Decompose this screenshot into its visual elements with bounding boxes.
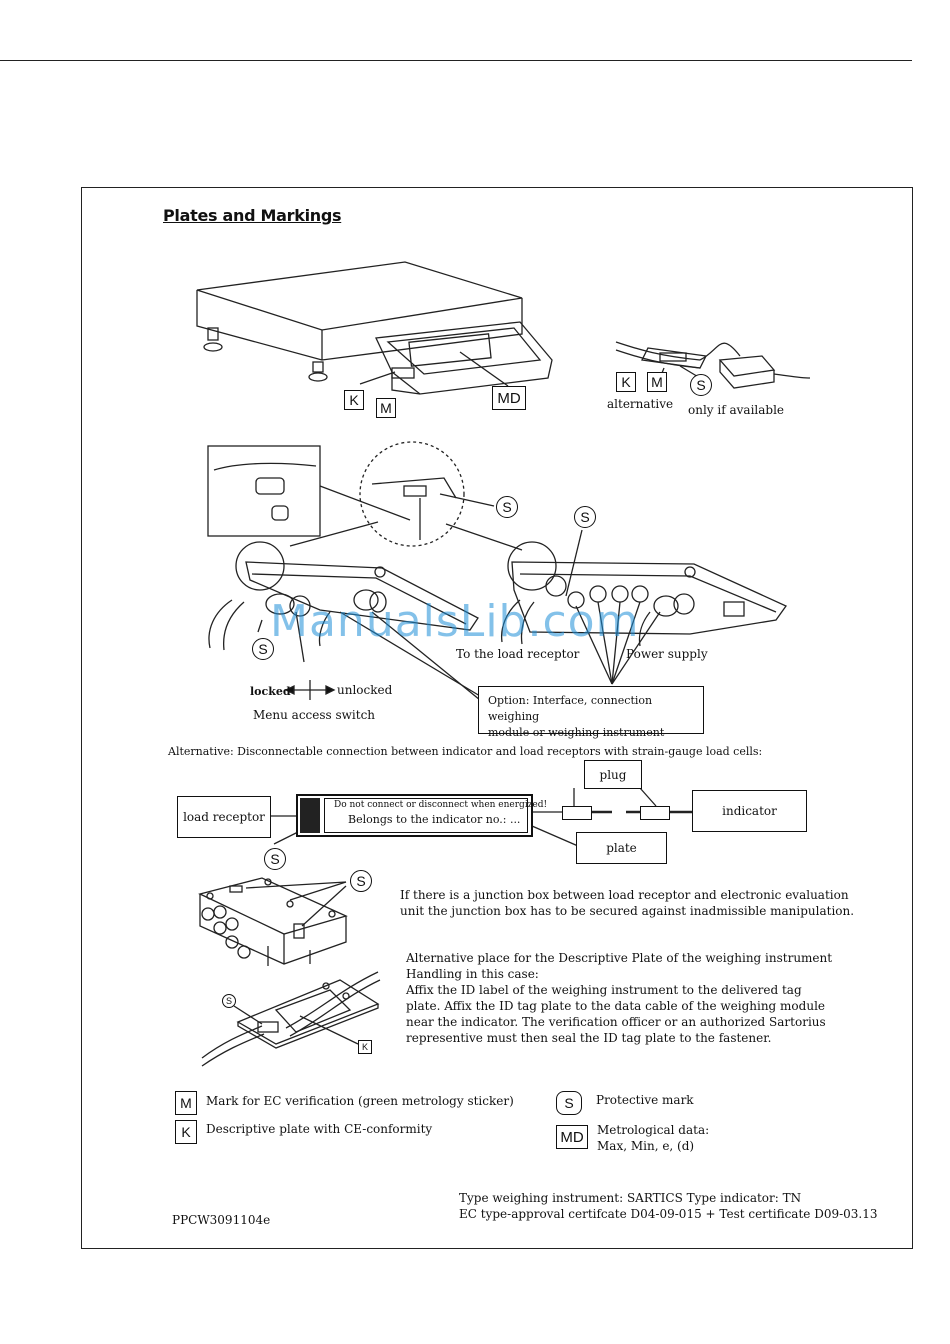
only-if-available-text: only if available: [688, 403, 785, 417]
legend-md-text-2: Max, Min, e, (d): [597, 1139, 695, 1153]
s-mark-tag-plate: S: [222, 994, 236, 1008]
s-mark-connection: S: [264, 848, 286, 870]
indicator-back-left: [208, 561, 481, 701]
plug-box: plug: [584, 760, 642, 789]
k-mark-label: K: [344, 390, 364, 410]
legend-s-text: Protective mark: [596, 1093, 694, 1107]
plate-warning-text: Do not connect or disconnect when energi…: [334, 800, 548, 810]
plate-inner-border: [324, 798, 528, 833]
s-mark-backplate-right: S: [574, 506, 596, 528]
tag-plate-instructions: Alternative place for the Descriptive Pl…: [406, 950, 832, 1046]
type-line: Type weighing instrument: SARTICS Type i…: [459, 1191, 802, 1205]
junction-text-line-1: If there is a junction box between load …: [400, 888, 849, 902]
legend-md-text-1: Metrological data:: [597, 1123, 710, 1137]
page-title: Plates and Markings: [163, 206, 342, 225]
unlocked-label: unlocked: [337, 683, 393, 697]
menu-access-switch-label: Menu access switch: [253, 708, 376, 722]
tag-plate-line-5: near the indicator. The verification off…: [406, 1015, 826, 1029]
indicator-box: indicator: [692, 790, 807, 832]
s-mark-detail: S: [496, 496, 518, 518]
alternative-caption: Alternative: Disconnectable connection b…: [168, 745, 763, 758]
plate-belongs-text: Belongs to the indicator no.: ...: [348, 813, 521, 826]
tag-plate-line-3: Affix the ID label of the weighing instr…: [406, 983, 802, 997]
content-frame: [81, 187, 913, 1249]
locked-label: locked: [250, 685, 291, 698]
scale-platform-illustration: [196, 261, 553, 395]
watermark: ManualsLib.com: [270, 596, 640, 647]
m-mark-label-alt: M: [647, 372, 667, 392]
legend-k-symbol: K: [175, 1120, 197, 1144]
document-code: PPCW3091104e: [172, 1213, 271, 1227]
legend-m-text: Mark for EC verification (green metrolog…: [206, 1094, 514, 1108]
legend-k-text: Descriptive plate with CE-conformity: [206, 1122, 433, 1136]
junction-box-illustration: [198, 877, 348, 966]
tag-plate-illustration: [201, 971, 381, 1067]
tag-plate-line-4: plate. Affix the ID tag plate to the dat…: [406, 999, 826, 1013]
plate-color-band: [300, 798, 320, 833]
plug-connector-left: [562, 806, 592, 820]
tag-plate-line-6: representive must then seal the ID tag p…: [406, 1031, 772, 1045]
tag-plate-line-1: Alternative place for the Descriptive Pl…: [406, 951, 833, 965]
option-box: Option: Interface, connection weighing m…: [478, 686, 704, 739]
detail-magnifier: [207, 441, 495, 547]
legend-s-symbol: S: [556, 1091, 582, 1115]
certificate-line: EC type-approval certifcate D04-09-015 +…: [459, 1207, 878, 1221]
load-receptor-box: load receptor: [177, 796, 271, 838]
legend-md-symbol: MD: [556, 1125, 588, 1149]
option-line-2: module or weighing instrument: [488, 726, 665, 739]
header-rule: [0, 60, 912, 61]
k-mark-label-alt: K: [616, 372, 636, 392]
s-mark-backplate-left: S: [252, 638, 274, 660]
md-mark-label: MD: [492, 386, 526, 410]
id-plate-box: Do not connect or disconnect when energi…: [296, 794, 547, 837]
indicator-back-right: [500, 529, 787, 685]
tag-plate-line-2: Handling in this case:: [406, 967, 539, 981]
plug-connector-right: [640, 806, 670, 820]
legend-m-symbol: M: [175, 1091, 197, 1115]
s-mark-label-alt: S: [690, 374, 712, 396]
m-mark-label: M: [376, 398, 396, 418]
cable-plate-illustration: [615, 341, 811, 389]
alternative-text: alternative: [607, 397, 674, 411]
k-mark-tag-plate: K: [358, 1040, 372, 1054]
power-supply-label: Power supply: [626, 647, 708, 661]
s-mark-junction-box: S: [350, 870, 372, 892]
junction-text-line-2: unit the junction box has to be secured …: [400, 904, 855, 918]
plate-box: plate: [576, 832, 667, 864]
to-load-receptor-label: To the load receptor: [456, 647, 580, 661]
option-line-1: Option: Interface, connection weighing: [488, 694, 653, 723]
